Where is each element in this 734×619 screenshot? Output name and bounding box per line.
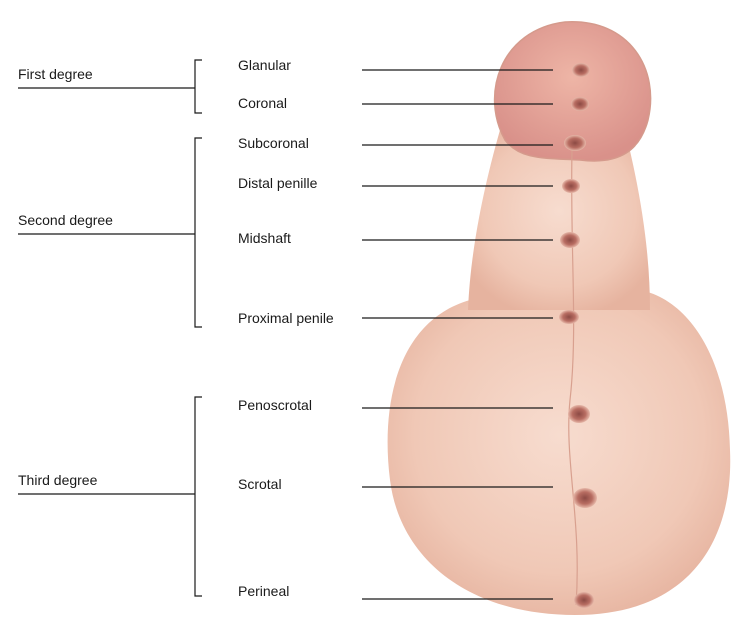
bracket-third: [195, 397, 202, 596]
location-label-scrotal: Scrotal: [238, 476, 282, 492]
meatus-perineal: [574, 592, 594, 608]
meatus-coronal: [571, 97, 589, 111]
meatus-midshaft: [560, 232, 580, 248]
location-label-perineal: Perineal: [238, 583, 289, 599]
group-label-third-degree: Third degree: [18, 472, 97, 488]
bracket-second: [195, 138, 202, 327]
location-label-glanular: Glanular: [238, 57, 291, 73]
meatus-glanular: [572, 63, 590, 77]
meatus-scrotal: [573, 488, 597, 508]
meatus-penoscrotal: [568, 405, 590, 423]
location-label-midshaft: Midshaft: [238, 230, 291, 246]
meatus-proximal-penile: [559, 310, 579, 324]
group-label-first-degree: First degree: [18, 66, 93, 82]
location-label-penoscrotal: Penoscrotal: [238, 397, 312, 413]
location-label-subcoronal: Subcoronal: [238, 135, 309, 151]
meatus-subcoronal: [564, 135, 586, 151]
group-label-second-degree: Second degree: [18, 212, 113, 228]
location-label-coronal: Coronal: [238, 95, 287, 111]
meatus-distal-penile: [562, 179, 580, 193]
scrotum-shape: [388, 288, 731, 615]
location-label-distal-penile: Distal penille: [238, 175, 317, 191]
bracket-first: [195, 60, 202, 113]
location-label-proximal-penile: Proximal penile: [238, 310, 334, 326]
